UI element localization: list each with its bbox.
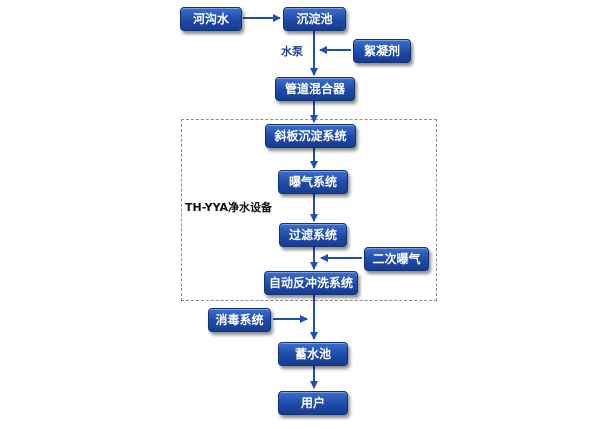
label-pump: 水泵 (281, 45, 303, 58)
node-aeration: 曝气系统 (278, 170, 348, 194)
node-inclined-plate: 斜板沉淀系统 (265, 124, 356, 148)
node-backwash: 自动反冲洗系统 (264, 271, 358, 295)
node-secondary-aeration: 二次曝气 (364, 247, 429, 271)
label-equipment: TH-YYA净水设备 (185, 201, 273, 214)
node-filtration: 过滤系统 (279, 223, 347, 247)
node-flocculant: 絮凝剂 (353, 39, 411, 63)
node-disinfection: 消毒系统 (208, 308, 271, 332)
equipment-boundary (181, 119, 437, 301)
node-sedimentation-tank: 沉淀池 (283, 7, 346, 31)
node-user: 用户 (278, 391, 348, 415)
node-pipe-mixer: 管道混合器 (275, 77, 355, 101)
node-river: 河沟水 (180, 7, 242, 31)
node-storage-tank: 蓄水池 (278, 342, 348, 366)
